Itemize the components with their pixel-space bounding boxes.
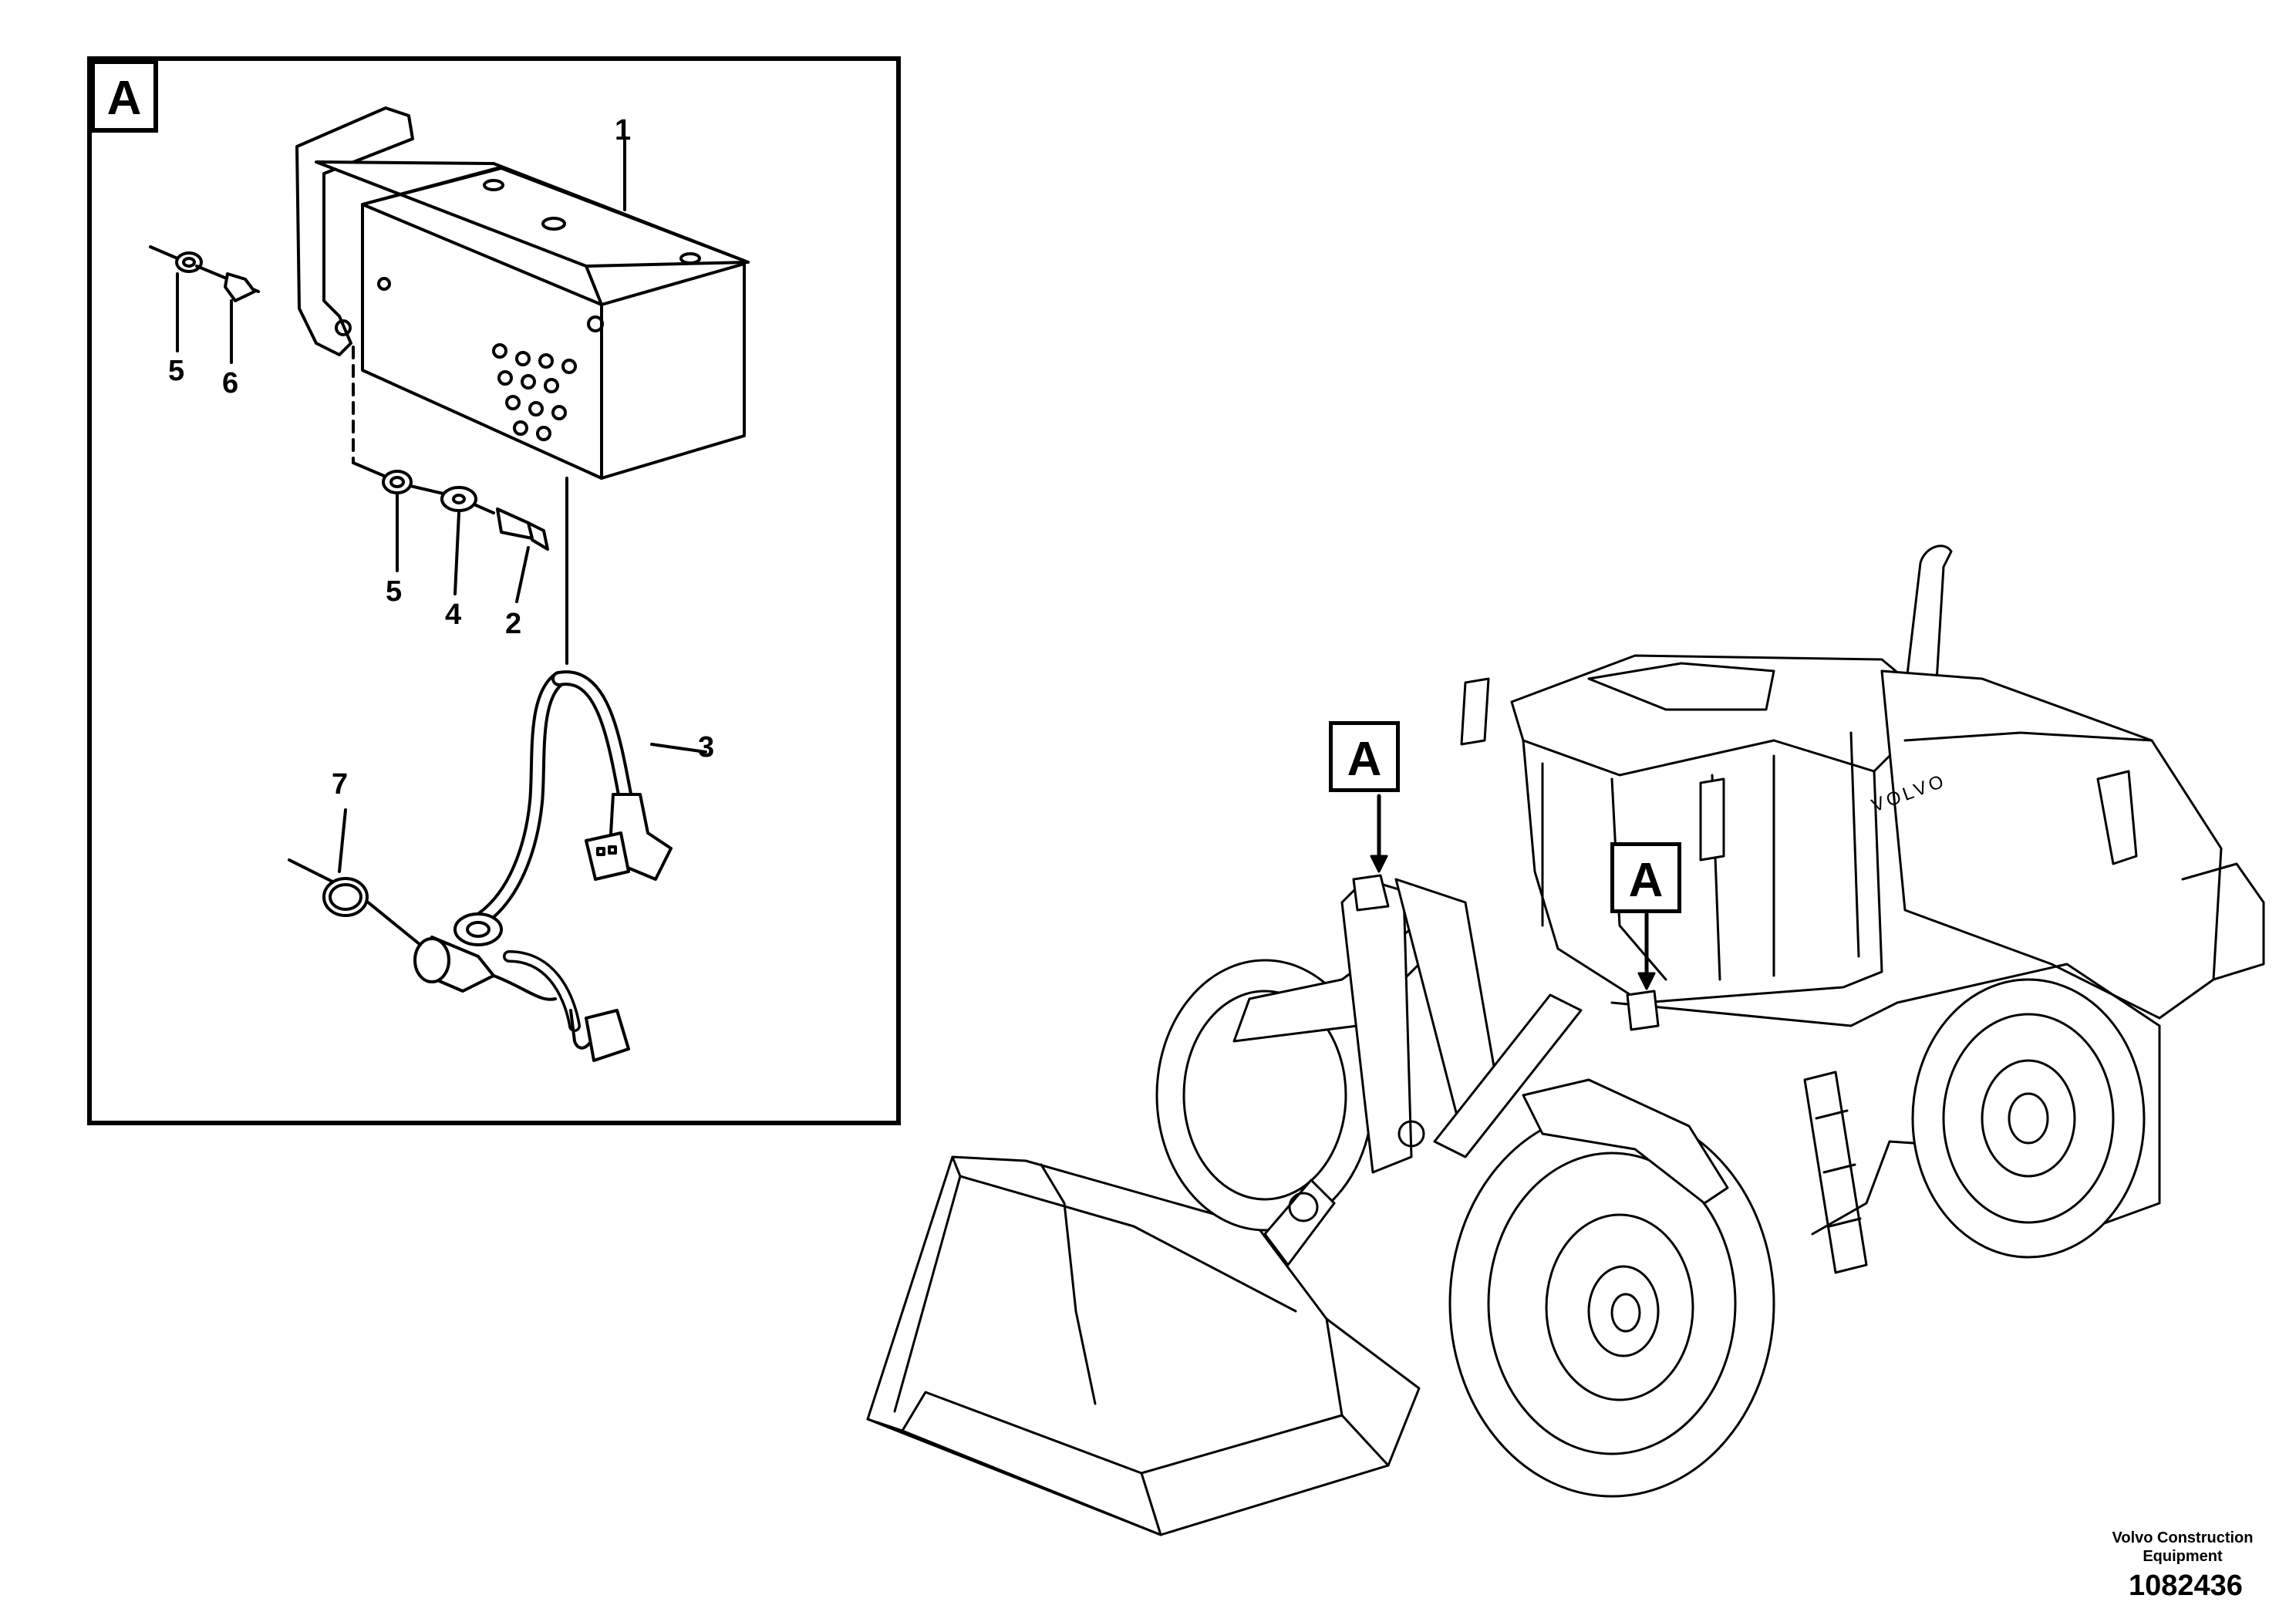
part-1-housing: [295, 106, 750, 480]
wheel-loader: [866, 545, 2265, 1536]
detail-tag: A: [90, 59, 158, 133]
callout-1: 1: [615, 114, 632, 147]
callout-7: 7: [332, 768, 349, 801]
callout-4: 4: [445, 599, 462, 631]
callout-3: 3: [698, 731, 715, 764]
callout-6: 6: [222, 367, 239, 400]
footer-doc-number: 1082436: [2129, 1570, 2243, 1602]
callout-5-upper: 5: [168, 355, 185, 387]
detail-frame: [87, 56, 901, 1125]
footer-brand-line1: Volvo Construction: [2112, 1529, 2254, 1546]
footer-brand: Volvo Construction Equipment: [2082, 1529, 2283, 1566]
machine-tag-a-right: A: [1610, 842, 1681, 913]
callout-2: 2: [505, 608, 522, 640]
callout-5-lower: 5: [386, 575, 403, 608]
footer-brand-line2: Equipment: [2143, 1548, 2223, 1565]
machine-tag-a-left: A: [1329, 721, 1400, 792]
